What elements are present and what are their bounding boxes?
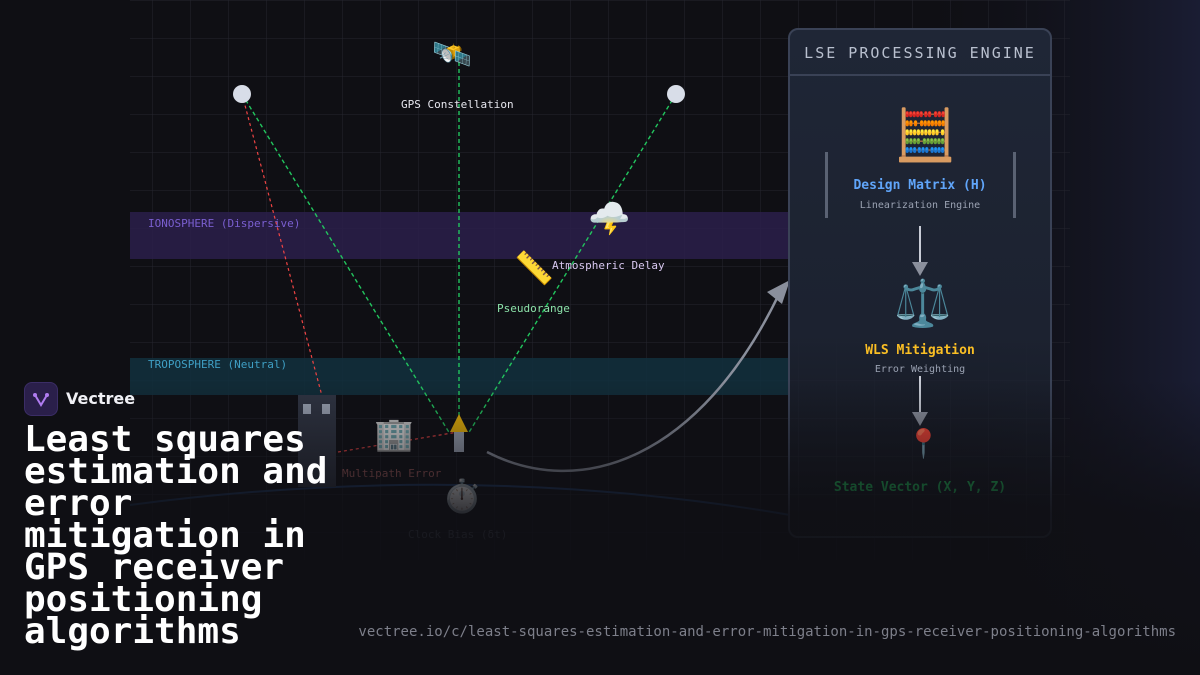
- location-pin-icon: 📍: [906, 427, 941, 460]
- state-vector-title: State Vector (X, Y, Z): [833, 480, 1007, 495]
- panel-title: LSE PROCESSING ENGINE: [790, 30, 1050, 76]
- storm-icon: 🌩️: [588, 199, 631, 239]
- wls-mitigation-subtitle: Error Weighting: [874, 364, 966, 375]
- receiver-base: [454, 432, 464, 452]
- arrow-down-2-icon: [912, 376, 928, 426]
- building-icon: 🏢: [374, 415, 414, 453]
- multipath-error-label: Multipath Error: [342, 467, 442, 480]
- satellite-right: [667, 85, 685, 103]
- matrix-bracket-right: [1013, 152, 1016, 218]
- building-window-1: [303, 404, 311, 414]
- los-left: [241, 93, 451, 435]
- satellite-left: [233, 85, 251, 103]
- ionosphere-label: IONOSPHERE (Dispersive): [148, 217, 301, 230]
- arrow-down-1-icon: [912, 226, 928, 276]
- scales-icon: ⚖️: [894, 276, 952, 330]
- lse-processing-panel: LSE PROCESSING ENGINE 🧮 Design Matrix (H…: [788, 28, 1052, 538]
- stopwatch-icon: ⏱️: [442, 477, 482, 515]
- troposphere-label: TROPOSPHERE (Neutral): [148, 358, 288, 371]
- los-right: [467, 93, 677, 435]
- vectree-logo-icon: [24, 382, 58, 416]
- pseudorange-label: Pseudorange: [497, 302, 570, 315]
- source-url[interactable]: vectree.io/c/least-squares-estimation-an…: [358, 624, 1176, 640]
- logo-mark: [33, 393, 49, 407]
- multipath-ray: [241, 93, 323, 397]
- brand-name: Vectree: [66, 389, 136, 408]
- data-flow-arrowhead: [767, 280, 790, 304]
- wls-mitigation-title: WLS Mitigation: [865, 343, 975, 358]
- ruler-icon: 📏: [514, 249, 554, 287]
- gps-constellation-label: GPS Constellation: [401, 98, 514, 111]
- clock-bias-label: Clock Bias (δt): [408, 528, 508, 541]
- abacus-icon: 🧮: [894, 106, 957, 164]
- atmospheric-delay-label: Atmospheric Delay: [552, 259, 665, 272]
- matrix-bracket-left: [825, 152, 828, 218]
- design-matrix-subtitle: Linearization Engine: [859, 200, 981, 211]
- satellite-icon: 🛰️: [432, 35, 472, 73]
- headline: Least squares estimation and error mitig…: [24, 419, 328, 652]
- building-window-2: [322, 404, 330, 414]
- design-matrix-title: Design Matrix (H): [853, 178, 987, 193]
